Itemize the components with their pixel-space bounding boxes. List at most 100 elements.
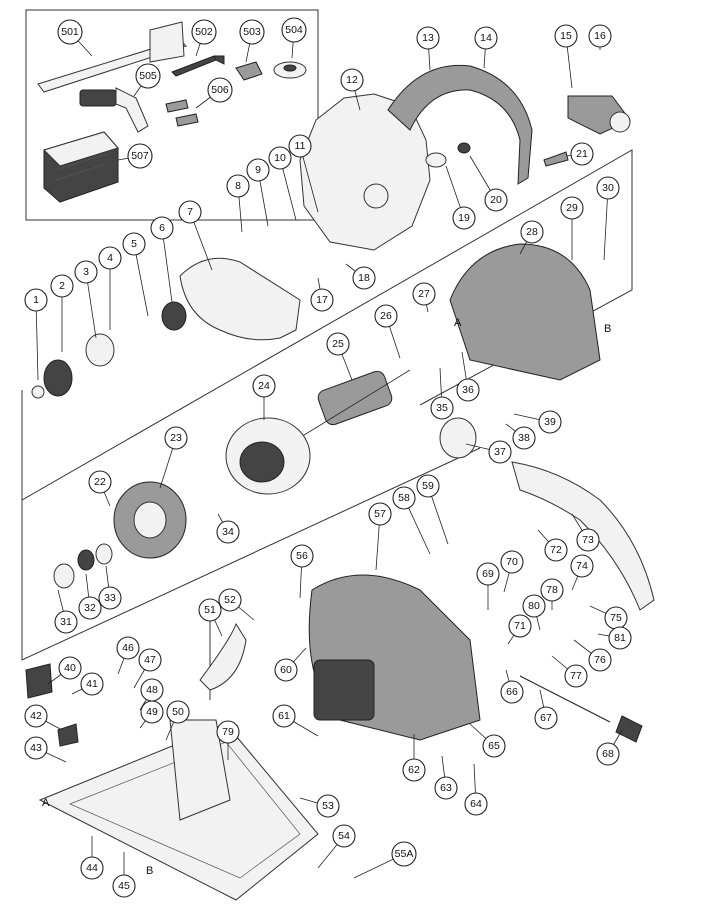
callout-circle	[482, 734, 506, 758]
callout-circle	[98, 246, 122, 270]
callout-11: 11	[288, 134, 312, 158]
callout-number: 57	[374, 508, 386, 520]
callout-506: 506	[207, 77, 233, 103]
callout-10: 10	[268, 146, 292, 170]
callout-circle	[24, 704, 48, 728]
callout-circle	[512, 426, 536, 450]
callout-55A: 55A	[391, 841, 417, 867]
callout-number: 59	[422, 480, 434, 492]
callout-circle	[80, 856, 104, 880]
callout-circle	[476, 562, 500, 586]
callout-number: 68	[602, 748, 614, 760]
callout-number: 28	[526, 226, 538, 238]
callout-41: 41	[80, 672, 104, 696]
callout-22: 22	[88, 470, 112, 494]
callout-circle	[554, 24, 578, 48]
callout-number: 27	[418, 288, 430, 300]
callout-circle	[127, 143, 153, 169]
callout-16: 16	[588, 24, 612, 48]
callout-56: 56	[290, 544, 314, 568]
callout-number: 24	[258, 380, 270, 392]
callout-number: 48	[146, 684, 158, 696]
reference-letter: A	[42, 797, 50, 809]
callout-circle	[98, 586, 122, 610]
callout-63: 63	[434, 776, 458, 800]
callout-number: 38	[518, 432, 530, 444]
callout-501: 501	[57, 19, 83, 45]
callout-13: 13	[416, 26, 440, 50]
callout-46: 46	[116, 636, 140, 660]
callout-number: 56	[296, 550, 308, 562]
callout-circle	[140, 700, 164, 724]
callout-51: 51	[198, 598, 222, 622]
callout-number: 49	[146, 706, 158, 718]
callout-20: 20	[484, 188, 508, 212]
depth-bracket	[169, 719, 231, 821]
callout-circle	[122, 232, 146, 256]
callout-circle	[570, 554, 594, 578]
callout-76: 76	[588, 648, 612, 672]
callout-12: 12	[340, 68, 364, 92]
callout-number: 1	[33, 294, 39, 306]
callout-58: 58	[392, 486, 416, 510]
callout-circle	[274, 658, 298, 682]
callout-circle	[522, 594, 546, 618]
callout-79: 79	[216, 720, 240, 744]
callout-circle	[484, 188, 508, 212]
lock-knob	[25, 663, 79, 747]
callout-circle	[596, 742, 620, 766]
callout-circle	[452, 206, 476, 230]
callout-circle	[564, 664, 588, 688]
callout-number: 34	[222, 526, 234, 538]
callout-72: 72	[544, 538, 568, 562]
callout-18: 18	[352, 266, 376, 290]
callout-43: 43	[24, 736, 48, 760]
callout-circle	[500, 680, 524, 704]
callout-circle	[464, 792, 488, 816]
hex-wrench	[171, 55, 225, 77]
callout-number: 15	[560, 30, 572, 42]
callout-50: 50	[166, 700, 190, 724]
callout-65: 65	[482, 734, 506, 758]
callout-circle	[434, 776, 458, 800]
callout-28: 28	[520, 220, 544, 244]
callout-circle	[332, 824, 356, 848]
callout-40: 40	[58, 656, 82, 680]
callout-circle	[310, 288, 334, 312]
callout-number: 504	[285, 24, 303, 36]
small-screws	[165, 99, 199, 127]
callout-25: 25	[326, 332, 350, 356]
callout-circle	[352, 266, 376, 290]
callout-507: 507	[127, 143, 153, 169]
callout-7: 7	[178, 200, 202, 224]
callout-number: 41	[86, 678, 98, 690]
callout-number: 73	[582, 534, 594, 546]
callout-circle	[576, 528, 600, 552]
callout-number: 11	[295, 140, 306, 152]
callout-29: 29	[560, 196, 584, 220]
callout-circle	[340, 68, 364, 92]
callout-circle	[326, 332, 350, 356]
bearing-and-gear	[31, 301, 187, 399]
callout-number: 21	[576, 148, 588, 160]
callout-77: 77	[564, 664, 588, 688]
callout-circle	[560, 196, 584, 220]
callout-2: 2	[50, 274, 74, 298]
callout-number: 503	[243, 26, 261, 38]
callout-19: 19	[452, 206, 476, 230]
callout-number: 22	[94, 476, 106, 488]
callout-number: 74	[576, 560, 588, 572]
blade-cover	[199, 622, 247, 691]
callout-14: 14	[474, 26, 498, 50]
callout-6: 6	[150, 216, 174, 240]
spindle-nut-washer	[425, 142, 471, 168]
washer-nut	[273, 61, 307, 79]
leader-line	[161, 227, 173, 303]
callout-number: 45	[118, 880, 130, 892]
stator	[113, 481, 187, 559]
callout-32: 32	[78, 596, 102, 620]
callout-61: 61	[272, 704, 296, 728]
callout-number: 53	[322, 800, 334, 812]
callout-circle	[216, 520, 240, 544]
leader-line	[603, 187, 609, 261]
